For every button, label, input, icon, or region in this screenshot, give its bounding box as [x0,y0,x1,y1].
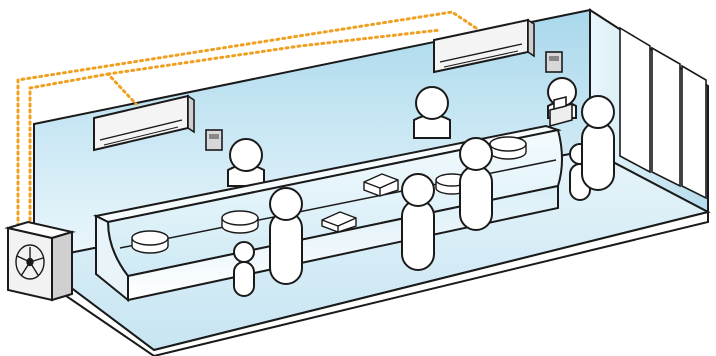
customers [233,95,615,297]
cash-register-icon [549,95,573,128]
cake-icon [363,173,399,197]
fan-icon [15,244,45,280]
wall-controller-front [205,129,223,151]
person-icon [581,95,615,191]
person-icon [233,241,255,297]
cake-icon [489,136,527,160]
wall-controller-rear [545,51,563,73]
refrigerant-pipes [16,10,478,228]
door-panels [619,26,707,200]
indoor-ac-unit-rear [433,18,535,74]
pipe-to-rear-unit [16,10,478,228]
outdoor-ac-unit [4,220,76,302]
person-icon [459,137,493,231]
person-icon [227,138,265,187]
pipe-to-front-unit [28,72,138,228]
person-icon [413,86,451,139]
person-icon [269,187,303,285]
person-icon [401,173,435,271]
cake-icon [321,211,357,233]
cake-icon [221,210,259,234]
indoor-ac-unit-front [93,94,195,152]
cake-icon [131,230,169,254]
